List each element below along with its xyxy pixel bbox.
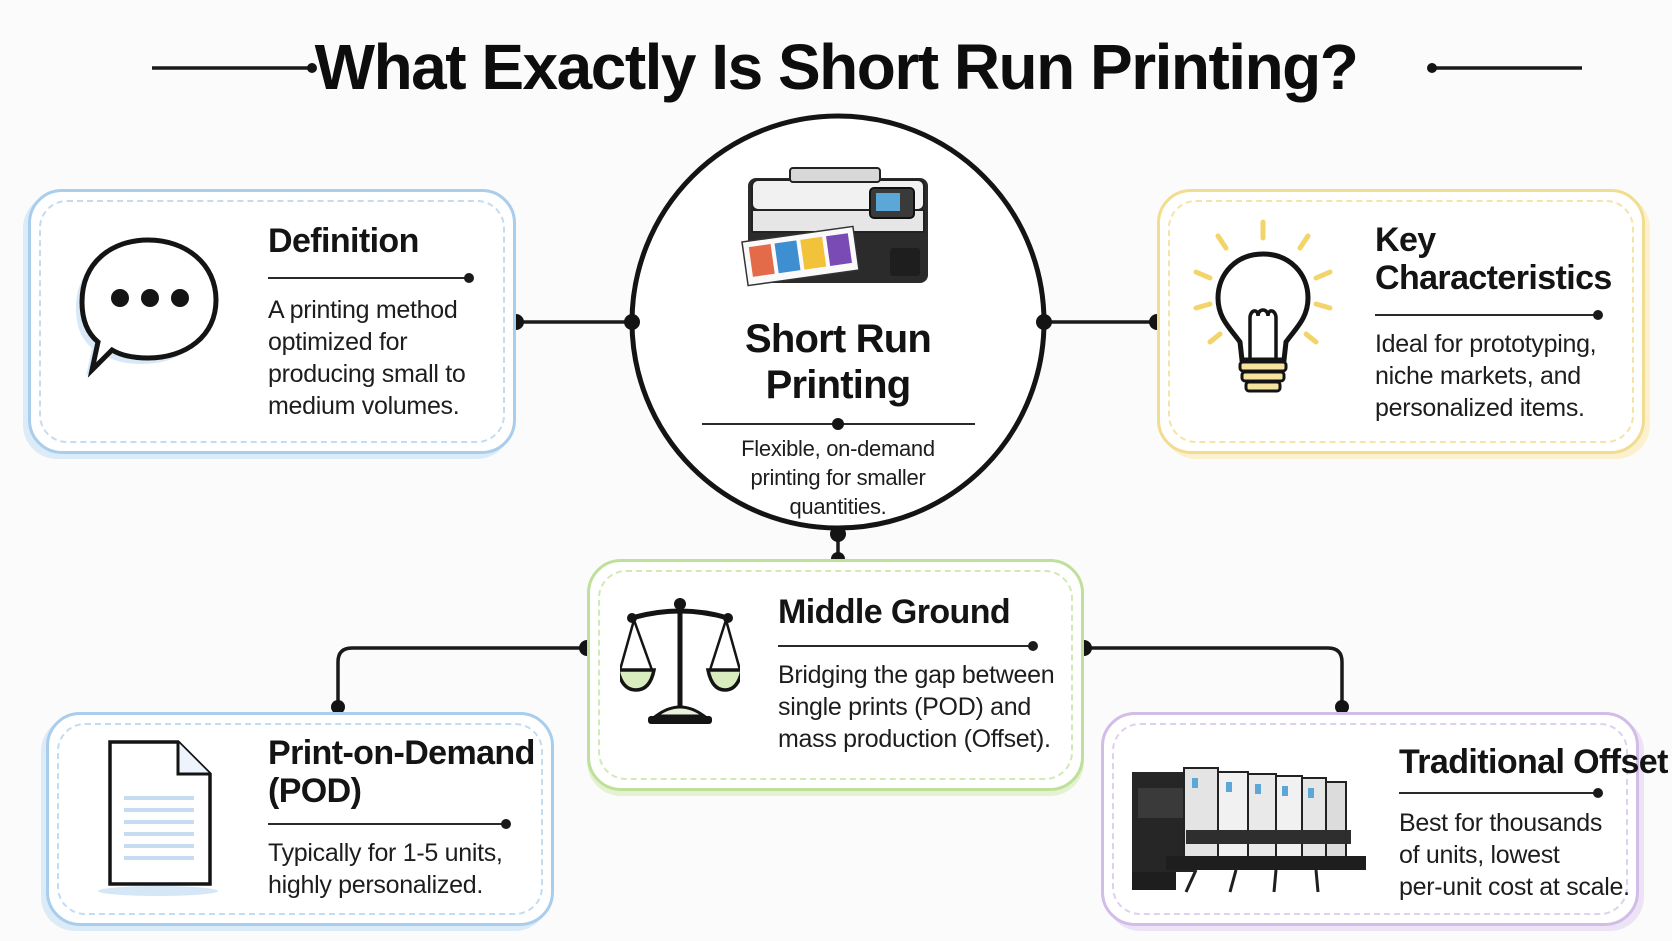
node-dot	[1335, 700, 1349, 714]
offset-press-icon	[1132, 767, 1366, 893]
key-heading-line: Key	[1375, 221, 1436, 259]
offset-rule	[1399, 788, 1603, 798]
pod-heading-line: (POD)	[268, 772, 362, 810]
card-inner-border	[39, 200, 505, 443]
middle-rule	[778, 641, 1038, 651]
definition-rule	[268, 273, 474, 283]
connector-pod	[336, 646, 587, 707]
definition-line: medium volumes.	[268, 392, 460, 420]
balance-scale-icon	[620, 598, 740, 724]
key-heading: Key Characteristics	[1375, 221, 1612, 297]
page-title: What Exactly Is Short Run Printing?	[314, 31, 1359, 103]
middle-line: single prints (POD) and	[778, 693, 1031, 721]
title-dot-left	[307, 63, 317, 73]
document-icon	[98, 740, 218, 896]
definition-line: A printing method	[268, 296, 458, 324]
offset-text: Best for thousands of units, lowest per-…	[1399, 807, 1630, 903]
middle-heading: Middle Ground	[778, 593, 1011, 631]
node-dot	[331, 700, 345, 714]
middle-text: Bridging the gap between single prints (…	[778, 659, 1055, 755]
offset-line: of units, lowest	[1399, 841, 1560, 869]
pod-heading: Print-on-Demand (POD)	[268, 734, 535, 810]
definition-line: producing small to	[268, 360, 466, 388]
offset-heading: Traditional Offset	[1399, 743, 1668, 781]
center-rule-dot	[832, 418, 844, 430]
card-middle-ground	[587, 559, 1084, 791]
lightbulb-icon	[1193, 219, 1333, 393]
pod-rule	[268, 819, 511, 829]
title-dot-right	[1427, 63, 1437, 73]
card-inner-border	[1168, 200, 1634, 443]
offset-line: per-unit cost at scale.	[1399, 873, 1630, 901]
speech-bubble-icon	[76, 237, 219, 378]
node-dot	[1036, 314, 1052, 330]
card-inner-border	[57, 723, 543, 915]
card-inner-border	[1112, 723, 1628, 915]
pod-text: Typically for 1-5 units, highly personal…	[268, 837, 503, 901]
key-rule	[1375, 310, 1603, 320]
middle-line: Bridging the gap between	[778, 661, 1055, 689]
offset-line: Best for thousands	[1399, 809, 1603, 837]
center-title: Short Run Printing	[744, 317, 932, 407]
key-line: niche markets, and	[1375, 362, 1581, 390]
center-subtitle: Flexible, on-demand printing for smaller…	[741, 436, 935, 519]
definition-line: optimized for	[268, 328, 408, 356]
pod-line: Typically for 1-5 units,	[268, 839, 503, 867]
key-heading-line: Characteristics	[1375, 259, 1612, 297]
card-inner-border	[598, 570, 1073, 780]
definition-text: A printing method optimized for producin…	[268, 294, 466, 422]
node-dot	[830, 526, 846, 542]
definition-heading: Definition	[268, 222, 419, 260]
node-dot	[624, 314, 640, 330]
pod-line: highly personalized.	[268, 871, 483, 899]
middle-line: mass production (Offset).	[778, 725, 1051, 753]
key-text: Ideal for prototyping, niche markets, an…	[1375, 328, 1597, 424]
key-line: Ideal for prototyping,	[1375, 330, 1597, 358]
key-line: personalized items.	[1375, 394, 1585, 422]
printer-icon	[741, 167, 928, 287]
pod-heading-line: Print-on-Demand	[268, 734, 535, 772]
connector-offset	[1084, 646, 1344, 707]
